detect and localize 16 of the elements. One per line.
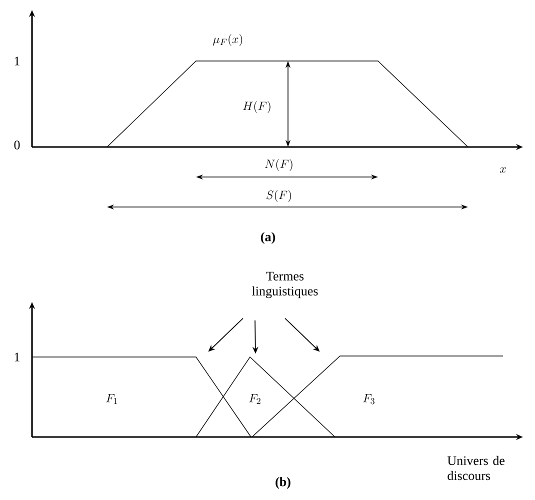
math-label: $H(F)$ xyxy=(243,101,270,113)
panel-label: (b) xyxy=(276,477,290,489)
math-label: $S(F)$ xyxy=(266,190,291,202)
annotation-text: Termes linguistiques xyxy=(252,272,318,298)
math-label: $F_1$ xyxy=(106,394,118,404)
membership-curve xyxy=(196,356,336,438)
tick-label: 1 xyxy=(14,352,20,362)
panel-label: (a) xyxy=(261,232,276,244)
math-label: $N(F)$ xyxy=(265,159,292,171)
tick-label: 1 xyxy=(14,56,20,66)
math-label: $F_3$ xyxy=(363,394,374,404)
axis-label: Univers de discours xyxy=(447,456,504,480)
math-label: $F_2$ xyxy=(249,394,260,404)
math-label: $\mu_F(x)$ xyxy=(213,34,242,46)
tick-label: 0 xyxy=(14,140,20,150)
math-label: $x$ xyxy=(500,167,506,173)
